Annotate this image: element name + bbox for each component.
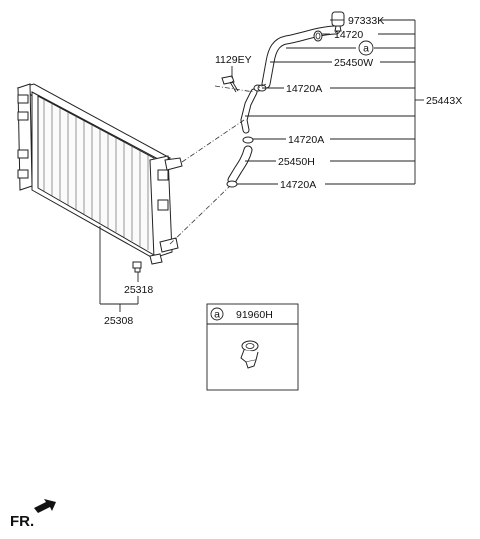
- clamp-14720: [313, 30, 323, 42]
- label-14720a-lower: 14720A: [280, 179, 316, 191]
- connection-lines: [169, 83, 267, 245]
- label-25450w: 25450W: [334, 57, 373, 69]
- clamp-14720a-middle: [242, 136, 254, 144]
- fr-arrow-icon: [34, 499, 56, 513]
- label-14720a-upper: 14720A: [286, 83, 322, 95]
- label-25450h: 25450H: [278, 156, 315, 168]
- inset-callout-letter: a: [214, 309, 220, 321]
- cap-97333k: [331, 11, 345, 32]
- radiator-fins: [43, 99, 149, 250]
- label-25318: 25318: [124, 284, 153, 296]
- callout-a-letter: a: [363, 43, 369, 55]
- fr-label: FR.: [10, 513, 34, 530]
- inset-callout-circle: [210, 307, 224, 321]
- drain-cock-25318: [132, 261, 142, 273]
- bolt-1129ey: [221, 75, 239, 93]
- label-14720a-middle: 14720A: [288, 134, 324, 146]
- callout-a: a: [358, 40, 374, 56]
- label-1129ey: 1129EY: [215, 54, 252, 66]
- label-25443x: 25443X: [426, 95, 462, 107]
- part-labels: 97333K 14720 25450W 1129EY 14720A 25443X…: [104, 15, 462, 327]
- inset-box: a 91960H: [206, 303, 299, 391]
- upper-hose-25450w: [261, 25, 341, 89]
- clamp-14720a-lower: [226, 180, 238, 188]
- pipe-fitting: [240, 84, 263, 134]
- lower-hose-25450h: [227, 145, 253, 185]
- clip-91960h-icon: [240, 340, 259, 369]
- leader-lines: [99, 19, 424, 312]
- label-14720: 14720: [334, 29, 363, 41]
- label-97333k: 97333K: [348, 15, 384, 27]
- label-25308: 25308: [104, 315, 133, 327]
- inset-part-number: 91960H: [236, 309, 273, 321]
- front-direction-indicator: FR.: [10, 499, 56, 530]
- radiator: [16, 83, 183, 265]
